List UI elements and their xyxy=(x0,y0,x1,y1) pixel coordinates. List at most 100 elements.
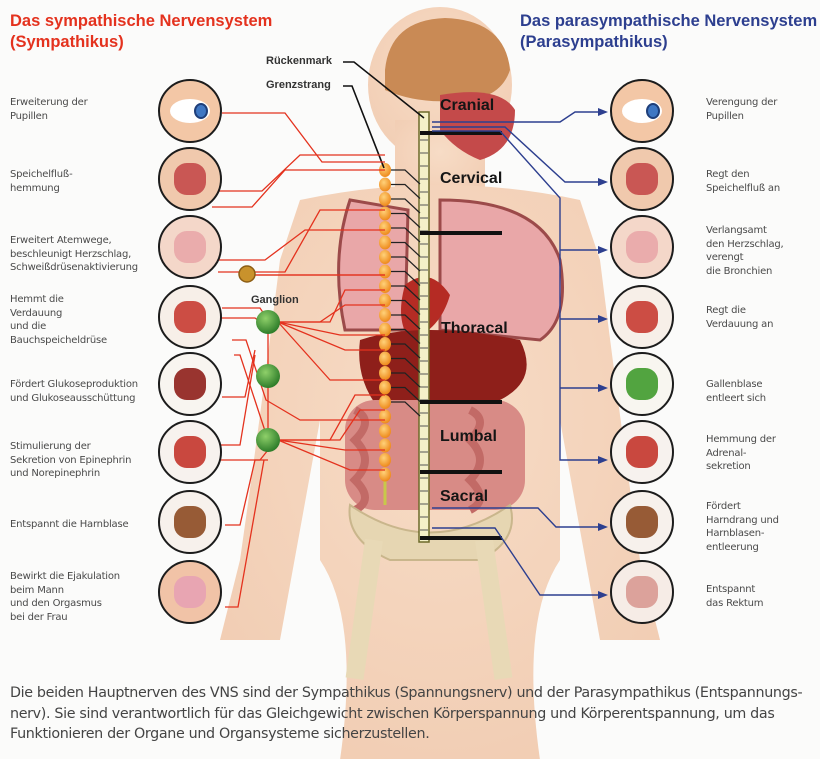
effect-text-line: Erweitert Atemwege, xyxy=(10,235,112,246)
sympathetic-organ-liver-icon xyxy=(158,352,222,416)
segment-lumbal: Lumbal xyxy=(440,428,497,445)
sympathetic-organ-lungs-heart-icon xyxy=(158,215,222,279)
segment-thoracal: Thoracal xyxy=(441,320,508,337)
sympathetic-organ-salivary-glands-icon xyxy=(158,147,222,211)
arrowhead-icon xyxy=(598,108,608,116)
chain-ganglion-bead xyxy=(379,322,391,337)
effect-text-line: Fördert Glukoseproduktion xyxy=(10,379,138,390)
arrowhead-icon xyxy=(598,246,608,254)
sympathetic-organ-bladder-icon xyxy=(158,490,222,554)
effect-text-line: die Bronchien xyxy=(706,265,773,277)
effect-text-line: Erweiterung der xyxy=(10,97,88,108)
ramus-connector xyxy=(391,357,421,373)
organ-illustration xyxy=(626,576,658,608)
arrowhead-icon xyxy=(598,591,608,599)
ramus-connector xyxy=(391,386,421,402)
pointer-grenzstrang xyxy=(343,85,385,169)
chain-ganglion-bead xyxy=(379,438,391,453)
ramus-connector xyxy=(391,328,421,344)
effect-text-line: und Norepinephrin xyxy=(10,468,100,479)
parasympathetic-organ-salivary-glands-icon xyxy=(610,147,674,211)
parasympathetic-arrowheads xyxy=(598,108,608,599)
pelvis xyxy=(348,503,513,561)
parasympathetic-title-line2: (Parasympathikus) xyxy=(520,33,668,51)
chain-ganglion-bead xyxy=(379,293,391,308)
organ-illustration xyxy=(174,436,206,468)
sympathetic-organ-eye-icon xyxy=(158,79,222,143)
effect-text-line: Speichelfluß- xyxy=(10,169,73,180)
chain-ganglion-bead xyxy=(379,380,391,395)
parasympathetic-organ-digestive-tract-icon xyxy=(610,285,674,349)
effect-text-line: Bewirkt die Ejakulation xyxy=(10,571,120,582)
effect-text-line: Hemmt die xyxy=(10,294,64,305)
effect-text-line: entleert sich xyxy=(706,392,766,404)
spinal-cord-label: Rückenmark xyxy=(266,55,333,67)
effect-text-line: Entspannt die Harnblase xyxy=(10,519,129,530)
ramus-connector xyxy=(391,343,421,359)
effect-text-line: Regt den xyxy=(706,169,750,180)
ramus-connector xyxy=(391,241,421,257)
parasympathetic-title: Das parasympathische Nervensystem (Paras… xyxy=(520,11,817,53)
parasympathetic-organ-adrenal-kidney-icon xyxy=(610,420,674,484)
pointer-rueckenmark xyxy=(343,61,425,119)
effect-text-line: verengt xyxy=(706,252,744,263)
chain-ganglion-bead xyxy=(379,467,391,482)
organ-illustration xyxy=(174,163,206,195)
sympathetic-title: Das sympathische Nervensystem (Sympathik… xyxy=(10,11,272,53)
organ-illustration xyxy=(626,436,658,468)
ganglion-label: Ganglion xyxy=(251,294,299,306)
organ-illustration xyxy=(174,368,206,400)
chain-ganglion-bead xyxy=(379,351,391,366)
ramus-connector xyxy=(391,198,421,214)
ramus-connector xyxy=(391,299,421,315)
celiac-ganglion-icon xyxy=(238,265,256,283)
chain-ganglion-bead xyxy=(379,395,391,409)
sympathetic-organ-adrenal-kidney-icon xyxy=(158,420,222,484)
lungs xyxy=(337,198,564,342)
effect-text-line: Sekretion von Epinephrin xyxy=(10,454,132,466)
chain-ganglion-bead xyxy=(379,177,391,192)
chain-ganglion-bead xyxy=(379,221,391,235)
chain-ganglion-bead xyxy=(379,192,391,206)
effect-text-line: Gallenblase xyxy=(706,379,763,390)
effect-text-line: Stimulierung der xyxy=(10,441,91,452)
organ-illustration xyxy=(174,506,206,538)
brain xyxy=(385,18,510,102)
chain-ganglion-bead xyxy=(379,366,391,380)
sympathetic-title-line1: Das sympathische Nervensystem xyxy=(10,12,273,30)
effect-text-line: und den Orgasmus xyxy=(10,598,102,609)
sympathetic-effect-bladder: Entspannt die Harnblase xyxy=(10,518,129,532)
organ-illustration xyxy=(626,163,658,195)
chain-ganglion-bead xyxy=(379,453,391,467)
sympathetic-chain xyxy=(379,163,391,505)
chain-ganglion-bead xyxy=(379,337,391,351)
chain-ganglion-bead xyxy=(379,206,391,221)
arrowhead-icon xyxy=(598,315,608,323)
sympathetic-effect-salivary-glands: Speichelfluß-hemmung xyxy=(10,168,73,195)
chain-ganglion-bead xyxy=(379,279,391,293)
parasympathetic-organ-eye-icon xyxy=(610,79,674,143)
organ-illustration xyxy=(174,576,206,608)
effect-text-line: Entspannt xyxy=(706,584,756,595)
arrowhead-icon xyxy=(598,178,608,186)
effect-text-line: und die xyxy=(10,321,47,332)
chain-ganglion-bead xyxy=(379,308,391,322)
effect-text-line: Verdauung an xyxy=(706,318,774,330)
parasympathetic-organ-bladder-icon xyxy=(610,490,674,554)
effect-text-line: Pupillen xyxy=(706,110,744,122)
ramus-connector xyxy=(391,169,421,185)
sympathetic-trunk-label: Grenzstrang xyxy=(266,79,331,91)
organ-illustration xyxy=(626,231,658,263)
parasympathetic-organ-rectum-icon xyxy=(610,560,674,624)
effect-text-line: Regt die xyxy=(706,305,746,316)
effect-text-line: den Herzschlag, xyxy=(706,238,784,250)
effect-text-line: beim Mann xyxy=(10,584,64,596)
